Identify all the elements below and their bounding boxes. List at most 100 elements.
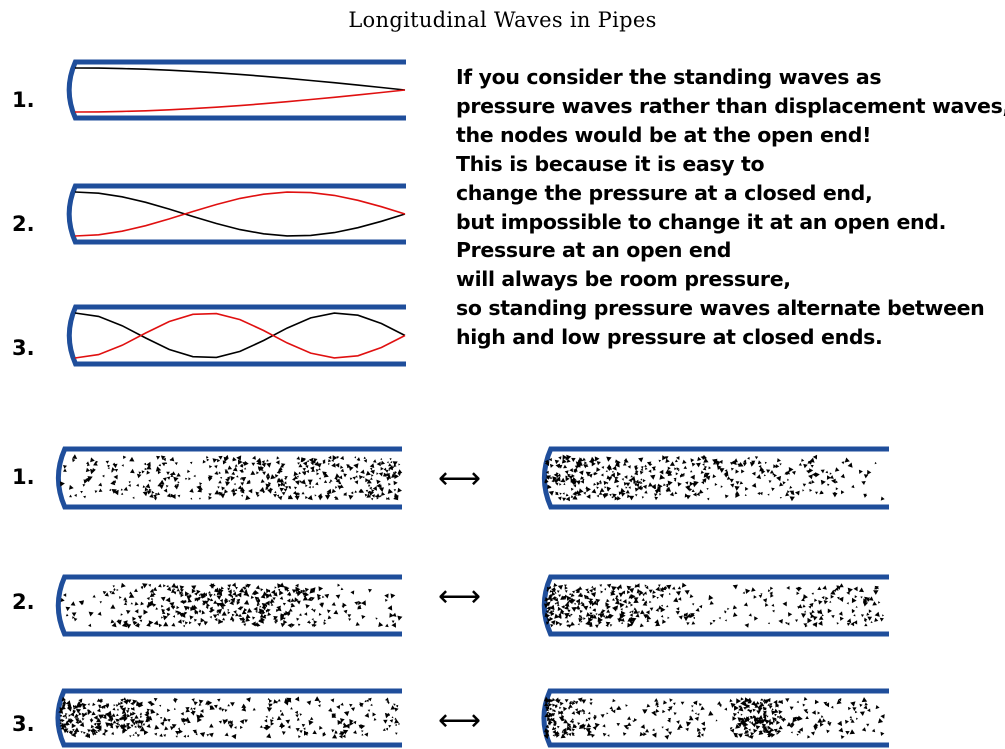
particle: [880, 714, 885, 719]
particle: [664, 585, 668, 589]
particle: [294, 696, 300, 702]
particle: [552, 697, 556, 702]
particle: [874, 617, 879, 622]
particle: [116, 718, 120, 722]
particle: [544, 478, 549, 483]
particle: [641, 496, 645, 499]
particle: [331, 488, 337, 494]
particle: [240, 482, 245, 486]
particle: [661, 726, 664, 729]
particle: [545, 724, 549, 729]
particle: [295, 586, 301, 593]
particle: [90, 457, 95, 463]
particle: [97, 611, 102, 616]
particle: [578, 586, 583, 590]
particle: [167, 708, 171, 713]
particle: [558, 716, 564, 722]
particle: [315, 469, 319, 473]
particle: [714, 461, 721, 467]
particle: [290, 603, 293, 606]
particle: [370, 703, 373, 707]
particle: [554, 459, 560, 465]
particle: [97, 729, 100, 733]
particle: [210, 583, 216, 589]
particle: [691, 621, 696, 625]
particle: [776, 730, 780, 734]
particle: [688, 488, 693, 492]
particle: [575, 708, 578, 712]
particle: [151, 490, 155, 494]
particle: [380, 466, 384, 471]
particle: [98, 482, 103, 487]
particle: [743, 459, 746, 463]
particle: [382, 728, 386, 731]
particle: [332, 734, 338, 739]
particle: [394, 493, 399, 498]
particle: [72, 710, 76, 714]
particle: [222, 617, 226, 621]
particle: [791, 470, 796, 475]
particle: [133, 620, 138, 626]
particle: [343, 493, 347, 496]
particle: [123, 602, 127, 606]
particle: [549, 463, 554, 468]
particle: [712, 474, 717, 479]
particle: [366, 699, 369, 703]
particle: [86, 733, 90, 739]
particle: [358, 600, 362, 605]
particle: [294, 492, 300, 497]
particle: [286, 591, 292, 596]
particle: [73, 729, 77, 734]
particle: [348, 466, 354, 471]
particle: [765, 700, 769, 704]
particle: [724, 610, 727, 613]
particle: [148, 584, 152, 587]
particle: [695, 462, 701, 468]
particle: [137, 719, 143, 724]
particle: [621, 590, 626, 595]
particle: [308, 457, 314, 463]
particle: [594, 722, 600, 728]
particle: [745, 733, 750, 737]
particle: [571, 607, 577, 612]
particle: [174, 485, 179, 490]
particle: [653, 713, 657, 716]
particle: [578, 488, 584, 494]
particle: [63, 593, 67, 597]
particle: [314, 494, 317, 497]
particle: [776, 704, 779, 708]
particle: [644, 464, 647, 467]
particle-label-2: 2.: [12, 590, 35, 614]
particle: [579, 588, 582, 591]
particle: [726, 476, 731, 480]
particle: [376, 472, 379, 475]
particle: [260, 488, 265, 492]
particle: [340, 718, 345, 723]
particle: [189, 461, 193, 465]
particle: [761, 720, 765, 724]
particle: [559, 706, 562, 710]
particle: [817, 609, 823, 615]
particle: [319, 603, 324, 608]
particle: [308, 485, 311, 489]
particle: [731, 459, 737, 466]
particle: [588, 622, 593, 627]
particle: [146, 597, 150, 601]
particle: [139, 712, 143, 715]
particle: [318, 701, 321, 704]
particle: [80, 491, 83, 494]
particle: [562, 497, 567, 502]
particle: [214, 587, 220, 593]
particle: [737, 717, 743, 723]
particle: [863, 705, 868, 710]
particle: [578, 614, 582, 618]
particle: [630, 603, 634, 607]
particle: [743, 602, 748, 607]
particle: [244, 719, 248, 723]
particle: [872, 601, 877, 606]
particle: [871, 728, 876, 733]
particle: [573, 468, 577, 473]
particle: [668, 592, 671, 595]
particle: [302, 461, 308, 467]
particle: [194, 592, 198, 596]
